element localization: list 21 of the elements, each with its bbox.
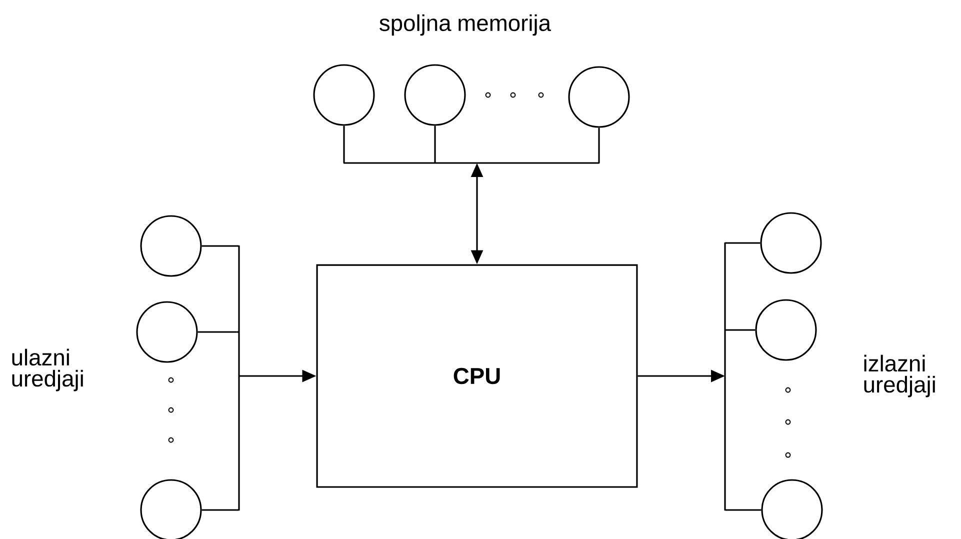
bus-line [238, 246, 240, 510]
group-label: spoljna memorija [380, 14, 552, 36]
device-circle [760, 212, 822, 274]
device-circle [404, 64, 466, 126]
connector-line [598, 128, 600, 163]
device-circle [140, 215, 202, 277]
connector-line [202, 509, 239, 511]
device-circle [313, 64, 375, 126]
device-circle [755, 299, 817, 361]
connector-line [725, 329, 756, 331]
connector-line [434, 126, 436, 163]
connector-line [725, 509, 762, 511]
group-label: ulazni uredjaji [12, 348, 83, 392]
connector-line [198, 331, 239, 333]
connector-line [343, 126, 345, 163]
device-circle [568, 66, 630, 128]
device-circle [136, 301, 198, 363]
connector-line [725, 242, 760, 244]
cpu-box: CPU [316, 264, 638, 488]
connector-line [202, 245, 239, 247]
group-label: izlazni uredjaji [864, 354, 935, 398]
